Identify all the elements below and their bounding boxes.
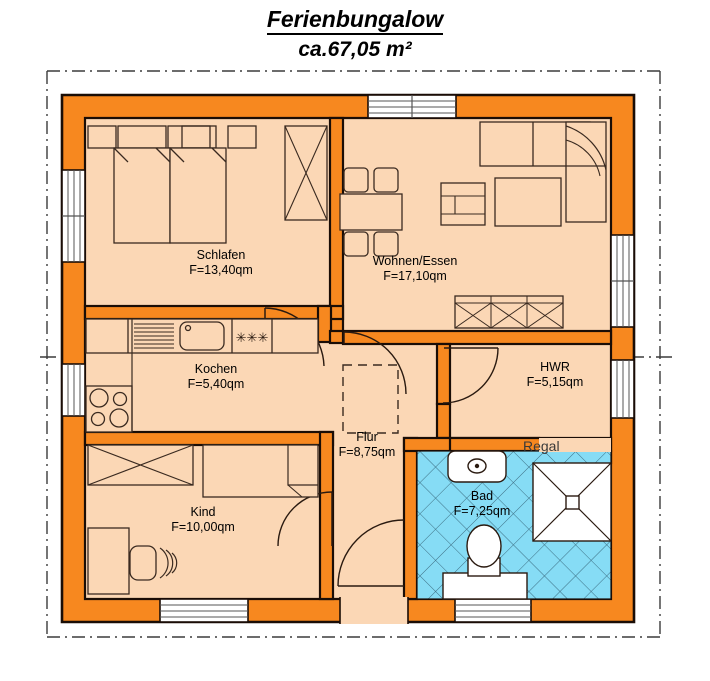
annotation-regal: Regal [523,438,560,454]
window-hwr-right [610,359,635,419]
door-kind [277,491,333,547]
window-bad-bottom [454,598,532,623]
furniture-wohnen [339,121,607,329]
svg-text:✳✳✳: ✳✳✳ [236,330,269,345]
door-bad [337,519,405,587]
window-kochen-left [61,363,86,417]
furniture-bad [442,450,612,600]
window-wohnen-right [610,234,635,328]
window-schlafen-left [61,169,86,263]
furniture-kochen: ✳✳✳ [85,318,319,433]
window-wohnen-top [367,94,457,119]
furniture-schlafen [87,125,328,244]
door-swings [264,307,499,587]
flur-hatch [342,364,399,434]
regal-shelf [539,438,611,452]
entrance-opening [339,597,409,624]
dimension-lines [46,70,661,638]
window-kind-bottom [159,598,249,623]
door-hwr [442,347,499,404]
door-wohnen [343,331,407,395]
furniture-kind [87,444,319,595]
windows [61,94,635,623]
